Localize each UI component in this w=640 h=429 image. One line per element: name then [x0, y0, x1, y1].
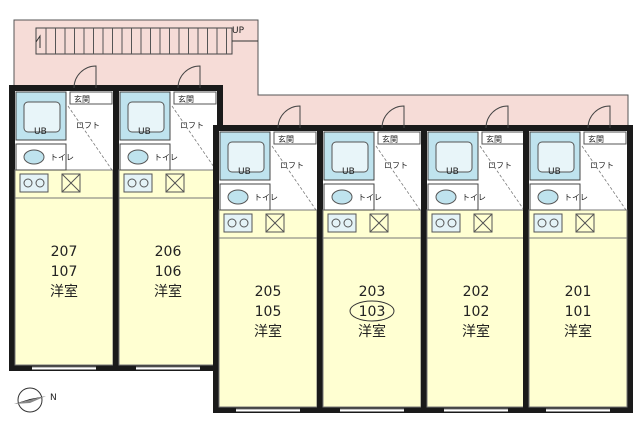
loft-label: ロフト — [590, 161, 614, 170]
unit-number-upper: 206 — [155, 244, 182, 260]
entrance — [377, 131, 421, 145]
sink — [369, 213, 389, 233]
stove — [223, 213, 253, 233]
compass-label: N — [50, 393, 57, 403]
unit-number-lower: 106 — [155, 264, 182, 280]
door — [587, 105, 611, 129]
genkan-label: 玄関 — [178, 94, 194, 104]
western-room — [218, 237, 318, 408]
unit-number-upper: 203 — [359, 284, 386, 300]
toilet-label: トイレ — [50, 153, 74, 162]
western-room — [528, 237, 628, 408]
western-room — [426, 237, 526, 408]
unit-number-upper: 202 — [463, 284, 490, 300]
door — [73, 65, 97, 89]
unit-number-upper: 207 — [51, 244, 78, 260]
room-type-label: 洋室 — [358, 323, 386, 340]
western-room — [322, 237, 422, 408]
room-type-label: 洋室 — [50, 283, 78, 300]
unit-number-lower: 102 — [463, 304, 490, 320]
stove — [19, 173, 49, 193]
entrance — [583, 131, 627, 145]
sink — [575, 213, 595, 233]
room-type-label: 洋室 — [564, 323, 592, 340]
unit-number-lower: 103 — [359, 304, 386, 320]
entrance — [69, 91, 113, 105]
room-type-label: 洋室 — [254, 323, 282, 340]
sink — [165, 173, 185, 193]
genkan-label: 玄関 — [486, 134, 502, 144]
genkan-label: 玄関 — [74, 94, 90, 104]
stove — [123, 173, 153, 193]
loft-label: ロフト — [384, 161, 408, 170]
entrance — [173, 91, 217, 105]
sink — [61, 173, 81, 193]
sink — [265, 213, 285, 233]
ub-label: UB — [446, 167, 459, 177]
toilet-label: トイレ — [154, 153, 178, 162]
toilet-label: トイレ — [358, 193, 382, 202]
stove — [431, 213, 461, 233]
room-type-label: 洋室 — [154, 283, 182, 300]
unit-number-lower: 107 — [51, 264, 78, 280]
stove — [533, 213, 563, 233]
highlight-circle — [349, 300, 395, 322]
toilet-label: トイレ — [254, 193, 278, 202]
room-type-label: 洋室 — [462, 323, 490, 340]
unit-number-upper: 201 — [565, 284, 592, 300]
unit-number-lower: 105 — [255, 304, 282, 320]
western-room — [14, 197, 114, 366]
door — [381, 105, 405, 129]
ub-label: UB — [342, 167, 355, 177]
sink — [473, 213, 493, 233]
loft-label: ロフト — [280, 161, 304, 170]
unit-number-upper: 205 — [255, 284, 282, 300]
toilet-label: トイレ — [564, 193, 588, 202]
staircase: UP — [35, 26, 258, 55]
stairs-up-label: UP — [232, 26, 245, 36]
ub-label: UB — [548, 167, 561, 177]
loft-label: ロフト — [76, 121, 100, 130]
ub-label: UB — [138, 127, 151, 137]
door — [277, 105, 301, 129]
genkan-label: 玄関 — [588, 134, 604, 144]
ub-label: UB — [34, 127, 47, 137]
unit-number-lower: 101 — [565, 304, 592, 320]
genkan-label: 玄関 — [382, 134, 398, 144]
genkan-label: 玄関 — [278, 134, 294, 144]
western-room — [118, 197, 218, 366]
north-compass: N — [14, 387, 57, 413]
stove — [327, 213, 357, 233]
ub-label: UB — [238, 167, 251, 177]
toilet-label: トイレ — [462, 193, 486, 202]
door — [177, 65, 201, 89]
loft-label: ロフト — [488, 161, 512, 170]
entrance — [273, 131, 317, 145]
loft-label: ロフト — [180, 121, 204, 130]
door — [485, 105, 509, 129]
